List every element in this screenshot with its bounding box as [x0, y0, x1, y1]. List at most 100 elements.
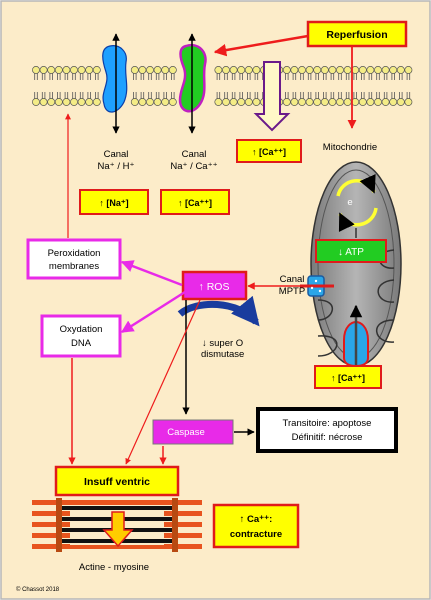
na-box: [79, 189, 149, 215]
phospholipid-head: [229, 66, 238, 74]
contracture-line2: contracture: [230, 529, 282, 540]
phospholipid-head: [146, 66, 154, 74]
phospholipid-head: [77, 66, 86, 74]
phospholipid-head: [389, 66, 398, 74]
peroxidation-box: [26, 238, 122, 280]
mito-electron-label: e: [347, 197, 352, 208]
phospholipid-head: [85, 66, 94, 74]
phospholipid-head: [32, 98, 40, 106]
arrow-ros-to-oxydation: [120, 290, 186, 334]
cell-membrane: [32, 66, 413, 106]
caspase-box: [152, 419, 234, 445]
phospholipid-head: [39, 66, 48, 74]
phospholipid-head: [62, 98, 71, 106]
phospholipid-head: [252, 98, 261, 106]
canal-na-h-label: Canal: [104, 149, 129, 160]
phospholipid-head: [244, 98, 253, 106]
phospholipid-head: [320, 98, 329, 106]
phospholipid-head: [222, 98, 230, 106]
na-ca-channel: [178, 33, 207, 134]
peroxidation-line2: membranes: [49, 261, 99, 272]
phospholipid-head: [358, 98, 367, 106]
arrow-reperfusion-to-channel: [213, 34, 309, 57]
phospholipid-head: [85, 98, 94, 106]
phospholipid-head: [396, 98, 405, 106]
sod-line2: dismutase: [201, 349, 244, 360]
ca-membrane-label: ↑ [Ca⁺⁺]: [252, 147, 286, 157]
phospholipid-head: [70, 66, 78, 74]
ca-box: [160, 189, 230, 215]
phospholipid-head: [237, 66, 246, 74]
atp-box: [315, 239, 387, 263]
phospholipid-head: [54, 66, 63, 74]
ca-membrane-box: [236, 139, 302, 163]
na-label: ↑ [Na⁺]: [99, 198, 128, 208]
ros-label: ↑ ROS: [199, 281, 230, 293]
canal-na-ca-label: Canal: [182, 149, 207, 160]
phospholipid-head: [237, 98, 246, 106]
phospholipid-head: [298, 66, 306, 74]
phospholipid-head: [214, 66, 223, 74]
phospholipid-head: [404, 98, 413, 106]
contracture-box: [212, 503, 300, 549]
phospholipid-head: [214, 98, 223, 106]
phospholipid-head: [168, 66, 177, 74]
phospholipid-head: [328, 66, 337, 74]
phospholipid-head: [328, 98, 337, 106]
phospholipid-head: [222, 66, 230, 74]
outcome-line1: Transitoire: apoptose: [283, 418, 372, 429]
mptp-channel: [300, 275, 334, 297]
phospholipid-head: [130, 98, 139, 106]
phospholipid-head: [374, 98, 382, 106]
phospholipid-head: [32, 66, 40, 74]
phospholipid-head: [366, 66, 375, 74]
phospholipid-head: [229, 98, 238, 106]
phospholipid-head: [54, 98, 63, 106]
phospholipid-head: [381, 98, 390, 106]
phospholipid-head: [47, 98, 56, 106]
phospholipid-head: [70, 98, 78, 106]
phospholipid-head: [374, 66, 382, 74]
outcome-box: [256, 407, 398, 453]
phospholipid-head: [92, 66, 101, 74]
arrow-ros-to-peroxidation: [120, 260, 183, 287]
ca-influx-arrow: [253, 61, 291, 132]
phospholipid-head: [161, 66, 170, 74]
reperfusion-box: [306, 20, 408, 48]
phospholipid-head: [305, 98, 314, 106]
phospholipid-head: [298, 98, 306, 106]
phospholipid-head: [313, 66, 322, 74]
insuff-box: [54, 465, 180, 497]
phospholipid-head: [244, 66, 253, 74]
ros-box: [181, 270, 248, 301]
oxydation-line1: Oxydation: [60, 324, 103, 335]
reperfusion-label: Reperfusion: [326, 29, 387, 41]
contracture-line1: ↑ Ca⁺⁺:: [240, 514, 273, 525]
oxydation-box: [40, 314, 122, 358]
phospholipid-head: [130, 66, 139, 74]
phospholipid-head: [153, 98, 162, 106]
phospholipid-head: [290, 66, 299, 74]
canal-mptp-name: MPTP: [279, 286, 305, 297]
peroxidation-line1: Peroxidation: [48, 248, 101, 259]
caspase-label: Caspase: [167, 427, 205, 438]
actin-myosin: [32, 498, 202, 552]
phospholipid-head: [39, 98, 48, 106]
atp-label: ↓ ATP: [338, 247, 364, 258]
actine-myosine-label: Actine - myosine: [79, 562, 149, 573]
copyright: © Chassot 2018: [16, 586, 60, 593]
phospholipid-head: [389, 98, 398, 106]
phospholipid-head: [146, 98, 154, 106]
phospholipid-head: [320, 66, 329, 74]
phospholipid-head: [305, 66, 314, 74]
phospholipid-head: [343, 66, 352, 74]
ca-mito-label: ↑ [Ca⁺⁺]: [331, 373, 365, 383]
phospholipid-head: [138, 66, 147, 74]
phospholipid-head: [161, 98, 170, 106]
phospholipid-head: [396, 66, 405, 74]
phospholipid-head: [336, 98, 344, 106]
phospholipid-head: [62, 66, 71, 74]
canal-na-ca-ions: Na⁺ / Ca⁺⁺: [170, 161, 217, 172]
phospholipid-head: [153, 66, 162, 74]
